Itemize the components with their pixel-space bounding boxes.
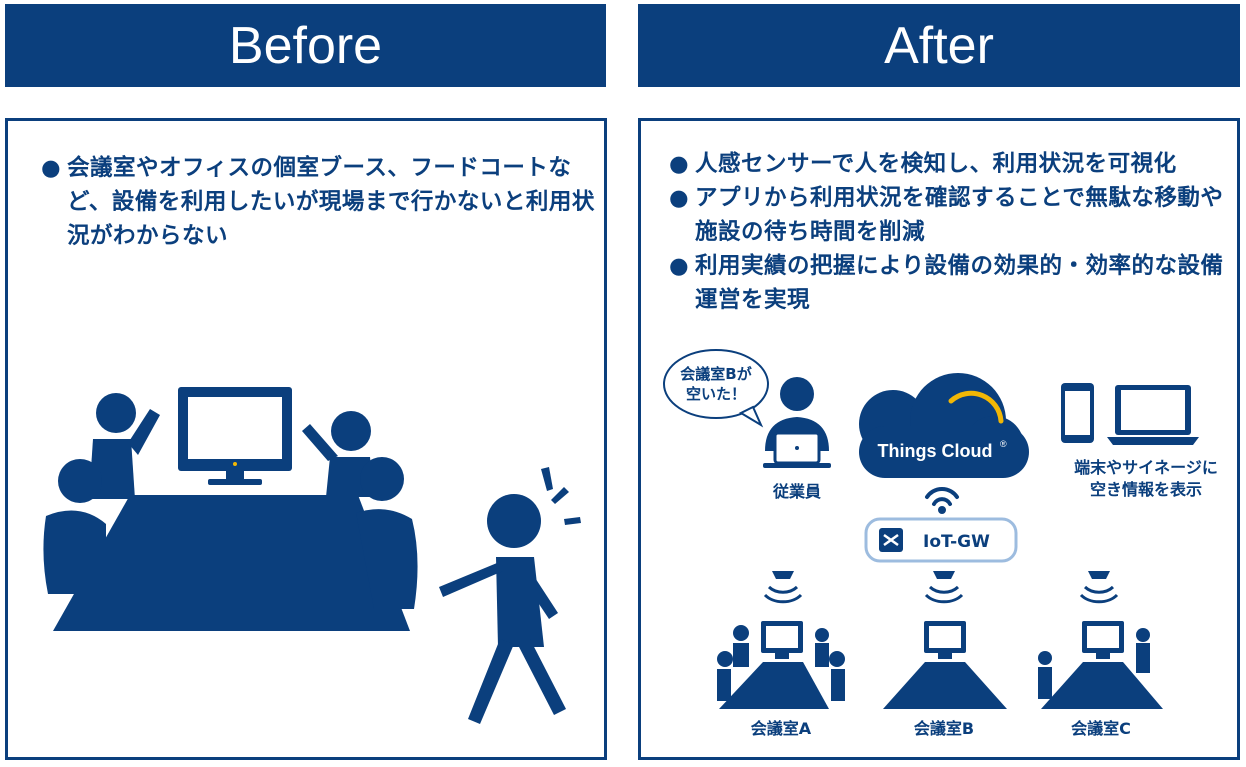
meeting-room-icon xyxy=(43,387,581,724)
before-header: Before xyxy=(5,4,606,87)
before-bullet-1: ● 会議室やオフィスの個室ブース、フードコートなど、設備を利用したいが現場まで行… xyxy=(41,151,597,253)
before-panel: ● 会議室やオフィスの個室ブース、フードコートなど、設備を利用したいが現場まで行… xyxy=(5,118,607,760)
bullet-text: アプリから利用状況を確認することで無駄な移動や施設の待ち時間を削減 xyxy=(695,185,1224,245)
room-c-label: 会議室C xyxy=(1071,719,1131,738)
employee-label: 従業員 xyxy=(772,482,821,501)
bullet-text: 会議室やオフィスの個室ブース、フードコートなど、設備を利用したいが現場まで行かな… xyxy=(67,155,595,249)
after-header: After xyxy=(638,4,1240,87)
sensor-icon xyxy=(763,571,803,604)
registered-mark: ® xyxy=(1000,439,1007,449)
laptop-icon xyxy=(1107,385,1199,445)
after-bullet-list: ● 人感センサーで人を検知し、利用状況を可視化 ● アプリから利用状況を確認する… xyxy=(669,147,1229,317)
speech-bubble: 会議室Bが 空いた！ xyxy=(663,349,769,428)
room-b-label: 会議室B xyxy=(914,719,974,738)
sensor-icon xyxy=(1079,571,1119,604)
bullet-dot: ● xyxy=(41,155,62,181)
bullet-dot: ● xyxy=(669,253,690,279)
cloud-label: Things Cloud xyxy=(878,441,993,461)
speech-line-2: 空いた！ xyxy=(686,385,746,403)
cloud-icon: Things Cloud ® xyxy=(859,373,1029,478)
gateway-icon: IoT-GW xyxy=(864,517,1018,563)
meeting-room-a-icon xyxy=(717,621,845,709)
meeting-room-b-icon xyxy=(883,621,1007,709)
after-bullet-2: ● アプリから利用状況を確認することで無駄な移動や施設の待ち時間を削減 xyxy=(669,181,1229,249)
bullet-dot: ● xyxy=(669,151,690,177)
room-a-label: 会議室A xyxy=(751,719,812,738)
bullet-text: 利用実績の把握により設備の効果的・効率的な設備運営を実現 xyxy=(695,253,1224,313)
employee-laptop-icon xyxy=(763,377,831,468)
speech-line-1: 会議室Bが xyxy=(680,365,752,383)
after-bullet-3: ● 利用実績の把握により設備の効果的・効率的な設備運営を実現 xyxy=(669,249,1229,317)
after-panel: ● 人感センサーで人を検知し、利用状況を可視化 ● アプリから利用状況を確認する… xyxy=(638,118,1240,760)
wifi-icon xyxy=(925,487,959,514)
after-bullet-1: ● 人感センサーで人を検知し、利用状況を可視化 xyxy=(669,147,1229,181)
smartphone-icon xyxy=(1061,383,1094,443)
walking-person-icon xyxy=(439,467,581,724)
iot-diagram: 会議室Bが 空いた！ 従業員 Things Cloud ® xyxy=(663,349,1218,738)
bullet-dot: ● xyxy=(669,185,690,211)
devices-line-1: 端末やサイネージに xyxy=(1074,458,1218,477)
sensor-icon xyxy=(924,571,964,604)
before-bullet-list: ● 会議室やオフィスの個室ブース、フードコートなど、設備を利用したいが現場まで行… xyxy=(41,151,597,253)
gateway-label: IoT-GW xyxy=(923,532,990,552)
devices-line-2: 空き情報を表示 xyxy=(1090,480,1202,499)
meeting-room-c-icon xyxy=(1038,621,1163,709)
bullet-text: 人感センサーで人を検知し、利用状況を可視化 xyxy=(695,151,1177,177)
